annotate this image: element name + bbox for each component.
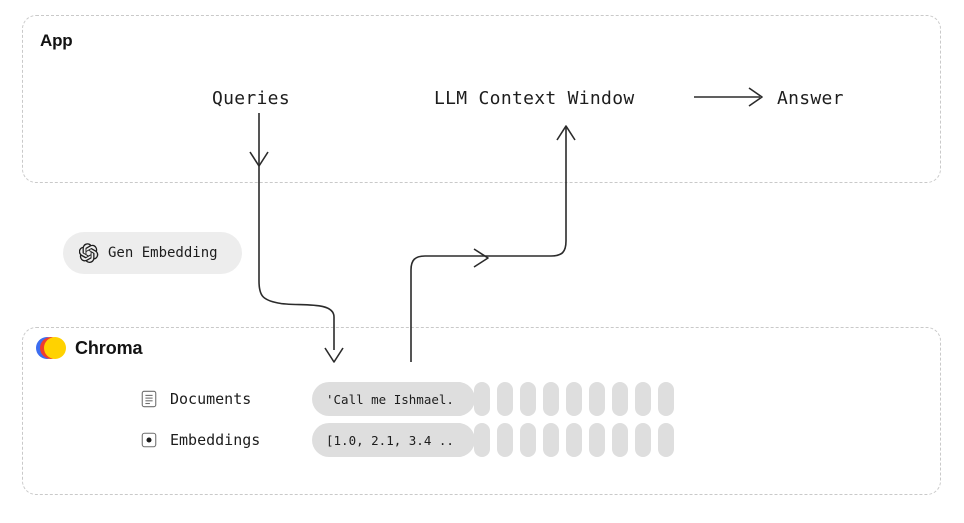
placeholder-pill	[612, 423, 628, 457]
app-zone-title: App	[40, 31, 73, 50]
placeholder-pill	[543, 423, 559, 457]
placeholder-pill	[612, 382, 628, 416]
placeholder-pill	[589, 423, 605, 457]
placeholder-pill	[520, 382, 536, 416]
documents-value-pill: 'Call me Ishmael...	[312, 382, 475, 416]
placeholder-pill	[658, 423, 674, 457]
dot-square-icon	[141, 432, 157, 448]
openai-logo-icon	[79, 243, 99, 263]
placeholder-pill	[566, 382, 582, 416]
placeholder-pill	[658, 382, 674, 416]
documents-placeholder-pills	[451, 382, 674, 416]
embeddings-row-name: Embeddings	[170, 431, 261, 449]
placeholder-pill	[589, 382, 605, 416]
placeholder-pill	[635, 423, 651, 457]
documents-row-name: Documents	[170, 390, 252, 408]
chroma-logo-icon	[36, 337, 66, 359]
documents-row: Documents 'Call me Ishmael...	[140, 382, 475, 416]
chroma-brand-lockup: Chroma	[36, 337, 143, 359]
placeholder-pill	[451, 382, 467, 416]
answer-label: Answer	[777, 88, 844, 109]
queries-label: Queries	[212, 88, 290, 109]
embeddings-placeholder-pills	[451, 423, 674, 457]
placeholder-pill	[520, 423, 536, 457]
document-icon	[141, 390, 157, 408]
llm-context-window-label: LLM Context Window	[434, 88, 635, 109]
placeholder-pill	[497, 382, 513, 416]
placeholder-pill	[635, 382, 651, 416]
embeddings-row: Embeddings [1.0, 2.1, 3.4 ...]	[140, 423, 475, 457]
placeholder-pill	[451, 423, 467, 457]
placeholder-pill	[497, 423, 513, 457]
embeddings-value-pill: [1.0, 2.1, 3.4 ...]	[312, 423, 475, 457]
gen-embedding-badge: Gen Embedding	[63, 232, 242, 274]
chroma-zone-title: Chroma	[75, 337, 143, 358]
placeholder-pill	[474, 423, 490, 457]
placeholder-pill	[474, 382, 490, 416]
placeholder-pill	[543, 382, 559, 416]
gen-embedding-label: Gen Embedding	[108, 245, 218, 261]
placeholder-pill	[566, 423, 582, 457]
